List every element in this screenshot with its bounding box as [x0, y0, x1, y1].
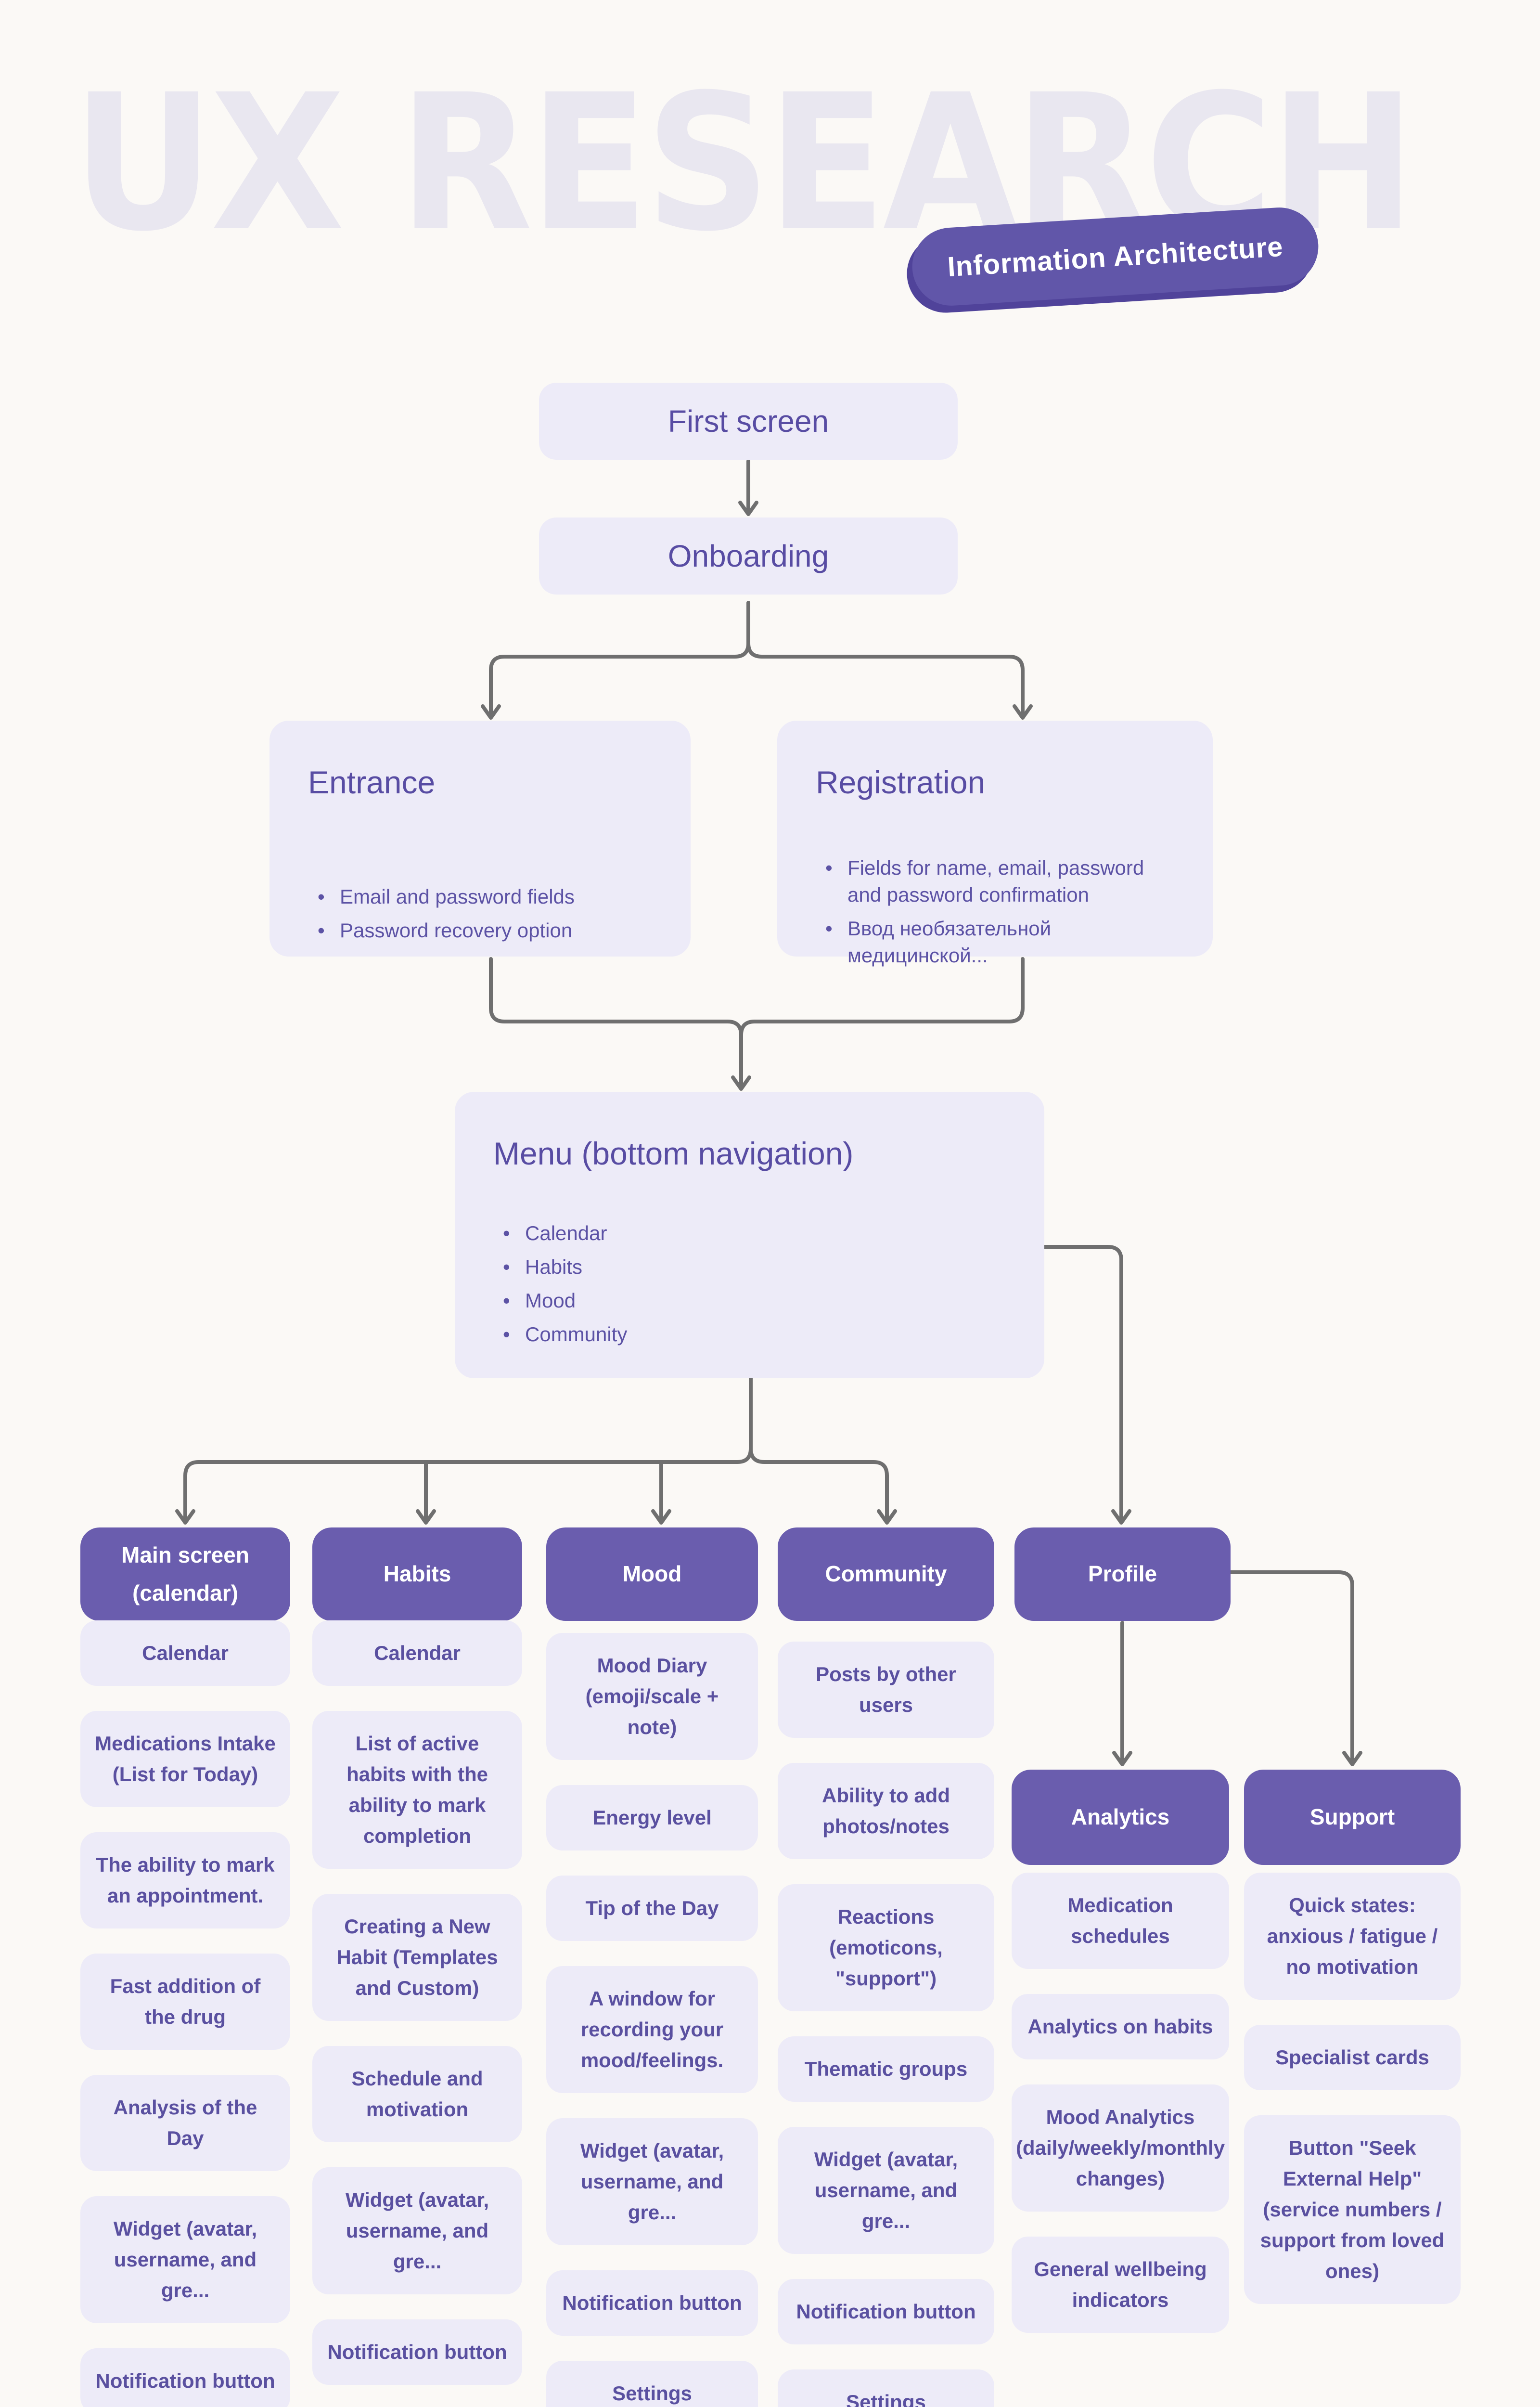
- list-item: Fast addition of the drug: [80, 1954, 290, 2050]
- list-item: Notification button: [546, 2270, 758, 2336]
- list-item: Mood Analytics (daily/weekly/monthly cha…: [1012, 2084, 1229, 2212]
- list-item: Calendar: [312, 1620, 522, 1686]
- list-item: Analytics on habits: [1012, 1994, 1229, 2059]
- list-item: Widget (avatar, username, and gre...: [312, 2167, 522, 2294]
- list-item: The ability to mark an appointment.: [80, 1832, 290, 1928]
- list-item: Medication schedules: [1012, 1873, 1229, 1969]
- list-item: Ability to add photos/notes: [778, 1763, 994, 1859]
- list-item: Calendar: [80, 1620, 290, 1686]
- list-item: Widget (avatar, username, and gre...: [80, 2196, 290, 2323]
- column-header-mood: Mood: [546, 1527, 758, 1621]
- list-item: Widget (avatar, username, and gre...: [778, 2127, 994, 2254]
- list-item: Reactions (emoticons, "support"): [778, 1884, 994, 2011]
- flow-node-first-screen: First screen: [539, 383, 958, 460]
- entrance-title: Entrance: [308, 764, 436, 800]
- registration-bullets: Fields for name, email, password and pas…: [816, 854, 1179, 969]
- menu-bullet: Community: [500, 1321, 1011, 1348]
- flow-card-entrance: Entrance Email and password fields Passw…: [270, 721, 691, 957]
- menu-title: Menu (bottom navigation): [493, 1136, 854, 1171]
- list-item: Medications Intake (List for Today): [80, 1711, 290, 1807]
- column-header-analytics: Analytics: [1012, 1770, 1229, 1865]
- list-item: Tip of the Day: [546, 1876, 758, 1941]
- menu-bullet: Habits: [500, 1254, 1011, 1281]
- list-item: Button "Seek External Help" (service num…: [1244, 2115, 1461, 2304]
- list-item: Energy level: [546, 1785, 758, 1851]
- flow-card-menu: Menu (bottom navigation) Calendar Habits…: [455, 1092, 1044, 1378]
- list-item: Notification button: [778, 2279, 994, 2344]
- column-header-support: Support: [1244, 1770, 1461, 1865]
- list-item: Notification button: [312, 2319, 522, 2385]
- list-item: Quick states: anxious / fatigue / no mot…: [1244, 1873, 1461, 2000]
- entrance-bullet: Password recovery option: [315, 917, 657, 944]
- connector-split-right: [746, 641, 1025, 719]
- connector-merge-left: [489, 957, 743, 1089]
- list-item: Settings: [778, 2369, 994, 2407]
- list-item: Notification button: [80, 2348, 290, 2407]
- column-list-mood: Mood Diary (emoji/scale + note) Energy le…: [546, 1633, 758, 2407]
- entrance-bullet: Email and password fields: [315, 883, 657, 910]
- list-item: Schedule and motivation: [312, 2046, 522, 2142]
- list-item: Creating a New Habit (Templates and Cust…: [312, 1894, 522, 2021]
- arrowheads: [175, 501, 1362, 1766]
- connector-menu-to-main: [183, 1447, 753, 1523]
- menu-bullet: Calendar: [500, 1220, 1011, 1247]
- column-list-support: Quick states: anxious / fatigue / no mot…: [1244, 1873, 1461, 2304]
- list-item: Analysis of the Day: [80, 2075, 290, 2171]
- list-item: Posts by other users: [778, 1642, 994, 1738]
- registration-bullet: Ввод необязательной медицинской...: [822, 915, 1179, 969]
- list-item: List of active habits with the ability t…: [312, 1711, 522, 1869]
- connector-menu-to-community: [749, 1447, 889, 1523]
- menu-bullets: Calendar Habits Mood Community: [493, 1220, 1011, 1348]
- connector-merge-right: [739, 957, 1025, 1037]
- entrance-bullets: Email and password fields Password recov…: [308, 883, 657, 944]
- list-item: Specialist cards: [1244, 2025, 1461, 2090]
- flow-card-registration: Registration Fields for name, email, pas…: [777, 721, 1213, 967]
- connector-profile-to-support: [1229, 1570, 1354, 1765]
- connector-split-left: [489, 601, 750, 719]
- flow-node-onboarding: Onboarding: [539, 518, 958, 595]
- registration-bullet: Fields for name, email, password and pas…: [822, 854, 1179, 908]
- column-header-habits: Habits: [312, 1527, 522, 1621]
- list-item: Widget (avatar, username, and gre...: [546, 2118, 758, 2245]
- list-item: Mood Diary (emoji/scale + note): [546, 1633, 758, 1760]
- column-header-community: Community: [778, 1527, 994, 1621]
- column-header-profile: Profile: [1014, 1527, 1231, 1621]
- list-item: Settings: [546, 2361, 758, 2407]
- column-header-main-screen: Main screen (calendar): [80, 1527, 290, 1621]
- list-item: A window for recording your mood/feeling…: [546, 1966, 758, 2093]
- list-item: Thematic groups: [778, 2036, 994, 2102]
- menu-bullet: Mood: [500, 1287, 1011, 1314]
- list-item: General wellbeing indicators: [1012, 2237, 1229, 2333]
- registration-title: Registration: [816, 764, 986, 800]
